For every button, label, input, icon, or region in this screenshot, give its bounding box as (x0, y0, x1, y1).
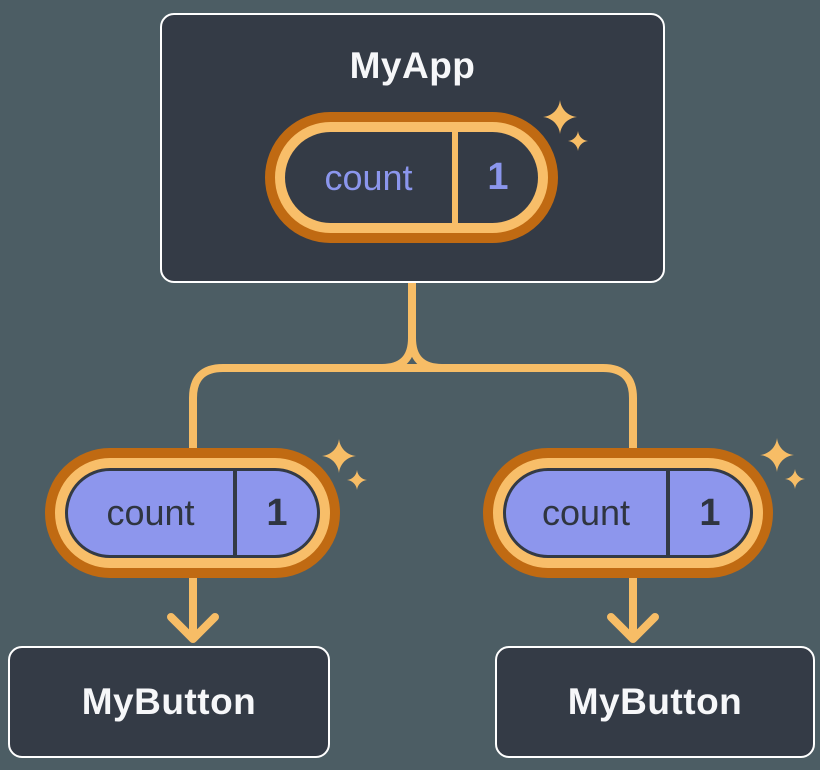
arrow-down-icon (167, 613, 219, 643)
state-name: count (324, 156, 413, 198)
root-state-pill: count 1 (265, 112, 558, 243)
right-prop-pill: count 1 (483, 448, 773, 578)
mybutton-title: MyButton (81, 681, 257, 722)
left-prop-pill: count 1 (45, 448, 340, 578)
pill-divider (666, 471, 670, 555)
sparkles-icon (322, 439, 367, 490)
pill-divider (452, 132, 458, 223)
mybutton-card-left: MyButton (8, 646, 330, 758)
arrow-down-icon (607, 613, 659, 643)
sparkles-icon (760, 438, 805, 489)
mybutton-title: MyButton (567, 681, 743, 722)
sparkles-icon (543, 100, 588, 151)
pill-divider (233, 471, 237, 555)
prop-value: 1 (266, 491, 288, 534)
prop-value: 1 (699, 491, 721, 534)
stem-right-curve-line (408, 279, 446, 372)
state-value: 1 (487, 156, 509, 198)
stem-left-curve-line (378, 279, 416, 372)
prop-name: count (106, 492, 195, 533)
branch-rail-line (189, 364, 637, 637)
myapp-title: MyApp (349, 45, 476, 86)
prop-name: count (541, 492, 631, 533)
mybutton-card-right: MyButton (495, 646, 815, 758)
